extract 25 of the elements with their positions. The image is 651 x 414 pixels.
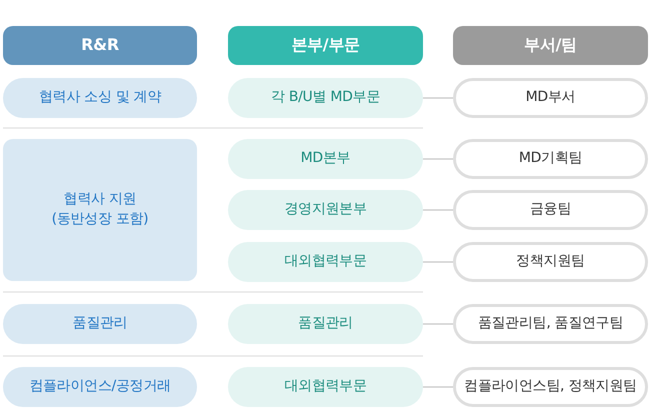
division-pill: MD본부 (228, 139, 423, 179)
category-pill: 협력사 소싱 및 계약 (3, 78, 197, 118)
team-pill: 금융팀 (453, 190, 648, 230)
connector-line (423, 97, 453, 99)
division-pill: 품질관리 (228, 304, 423, 344)
category-pill: 품질관리 (3, 304, 197, 344)
category-pill: 컴플라이언스/공정거래 (3, 367, 197, 407)
team-pill: 컴플라이언스팀, 정책지원팀 (453, 367, 648, 407)
team-pill: MD기획팀 (453, 139, 648, 179)
column-header: R&R (3, 26, 197, 65)
category-box: 협력사 지원 (동반성장 포함) (3, 139, 197, 281)
connector-line (423, 209, 453, 211)
connector-line (423, 158, 453, 160)
division-pill: 대외협력부문 (228, 367, 423, 407)
column-header: 부서/팀 (453, 26, 648, 65)
division-pill: 경영지원본부 (228, 190, 423, 230)
team-pill: 정책지원팀 (453, 242, 648, 282)
connector-line (423, 386, 453, 388)
team-pill: MD부서 (453, 78, 648, 118)
connector-line (423, 261, 453, 263)
column-header: 본부/부문 (228, 26, 423, 65)
team-pill: 품질관리팀, 품질연구팀 (453, 304, 648, 344)
connector-line (423, 323, 453, 325)
division-pill: 대외협력부문 (228, 242, 423, 282)
division-pill: 각 B/U별 MD부문 (228, 78, 423, 118)
